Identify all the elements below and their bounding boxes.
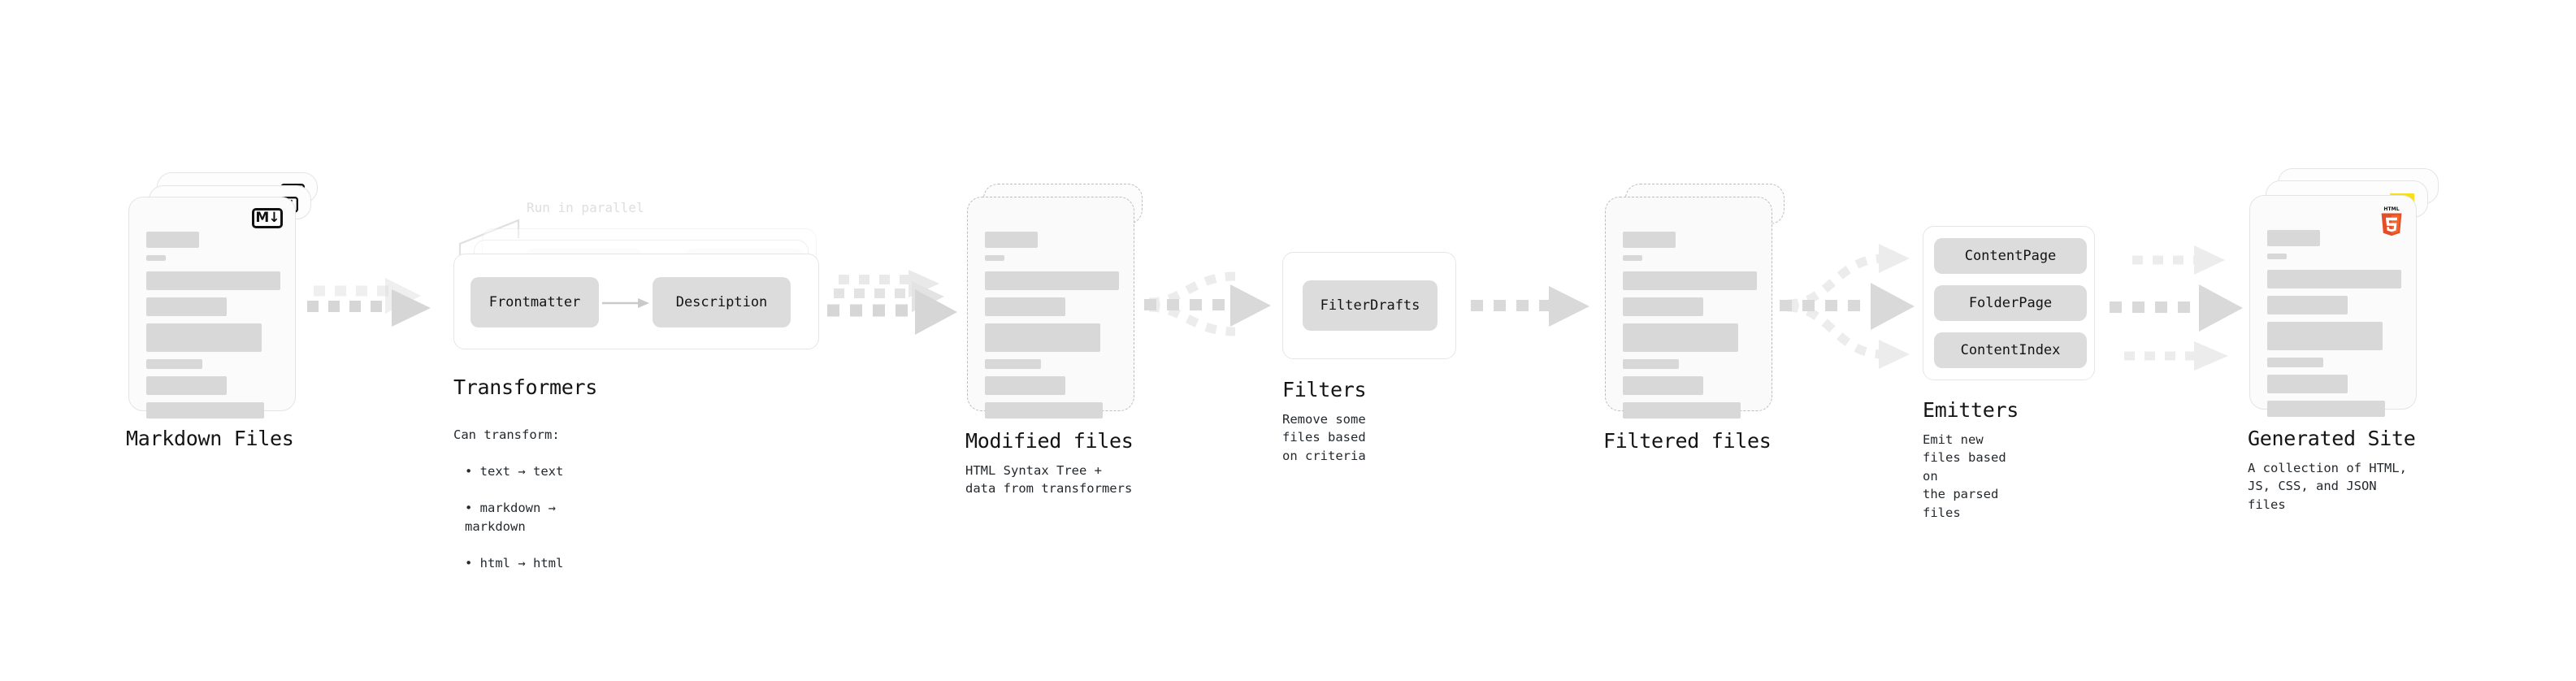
stage-subtitle: A collection of HTML, JS, CSS, and JSON … xyxy=(2248,461,2407,512)
chip-contentindex[interactable]: ContentIndex xyxy=(1934,332,2087,368)
skeleton-bar xyxy=(2267,296,2348,314)
chip-label: Frontmatter xyxy=(488,294,581,310)
markdown-badge: M↓ xyxy=(252,208,283,228)
caption-filtered-files: Filtered files xyxy=(1603,429,1772,453)
markdown-card-front: M↓ xyxy=(128,197,296,419)
connector-emitters-to-site xyxy=(2110,245,2243,371)
html5-badge: HTML xyxy=(2378,205,2405,241)
skeleton-bar xyxy=(146,255,166,261)
chip-filterdrafts[interactable]: FilterDrafts xyxy=(1303,280,1438,331)
skeleton-bar xyxy=(985,323,1100,352)
skeleton-bar xyxy=(146,323,262,352)
skeleton-bar xyxy=(985,232,1038,248)
caption-modified-files: Modified files HTML Syntax Tree + data f… xyxy=(965,429,1134,498)
connector-transformers-to-modified xyxy=(827,270,957,335)
chip-label: ContentIndex xyxy=(1960,342,2061,358)
transformer-panel-front[interactable]: Frontmatter Description xyxy=(453,254,819,349)
card-skeleton xyxy=(2267,230,2401,424)
skeleton-bar xyxy=(1623,271,1757,290)
chip-frontmatter[interactable]: Frontmatter xyxy=(471,277,599,327)
caption-emitters: Emitters Emit new files based on the par… xyxy=(1923,398,2019,522)
subtitle-heading: Can transform: xyxy=(453,427,560,443)
skeleton-bar xyxy=(2267,375,2348,393)
html5-icon: HTML xyxy=(2381,206,2402,236)
chip-folderpage[interactable]: FolderPage xyxy=(1934,285,2087,321)
modified-card-front xyxy=(967,197,1134,419)
connector-filtered-to-emitters xyxy=(1780,244,1915,369)
card-skeleton xyxy=(146,232,280,426)
stage-subtitle: Can transform: • text → text • markdown … xyxy=(453,408,597,591)
parallel-label: Run in parallel xyxy=(527,200,644,215)
skeleton-bar xyxy=(1623,376,1703,395)
chip-description[interactable]: Description xyxy=(653,277,791,327)
skeleton-bar xyxy=(2267,322,2383,350)
stage-title: Markdown Files xyxy=(126,427,294,450)
skeleton-bar xyxy=(146,359,203,369)
inner-arrow-front xyxy=(602,298,649,308)
caption-filters: Filters Remove some files based on crite… xyxy=(1282,378,1367,465)
skeleton-bar xyxy=(2267,230,2320,246)
skeleton-bar xyxy=(1623,323,1738,352)
skeleton-bar xyxy=(1623,359,1680,369)
stage-title: Modified files xyxy=(965,429,1134,453)
subtitle-item: • html → html xyxy=(465,555,564,570)
stage-title: Transformers xyxy=(453,375,598,399)
caption-generated-site: Generated Site A collection of HTML, JS,… xyxy=(2248,427,2416,514)
skeleton-bar xyxy=(146,232,199,248)
skeleton-bar xyxy=(1623,255,1642,261)
connector-filters-to-filtered xyxy=(1471,286,1589,327)
skeleton-bar xyxy=(985,255,1004,261)
skeleton-bar xyxy=(985,376,1065,395)
skeleton-bar xyxy=(146,376,227,395)
connector-markdown-to-transformers xyxy=(307,278,431,327)
stage-title: Filters xyxy=(1282,378,1367,401)
caption-transformers: Transformers Can transform: • text → tex… xyxy=(453,375,597,591)
skeleton-bar xyxy=(2267,270,2401,288)
chip-label: FilterDrafts xyxy=(1320,297,1420,314)
skeleton-bar xyxy=(985,297,1065,316)
filtered-card-front xyxy=(1605,197,1772,419)
svg-text:HTML: HTML xyxy=(2383,206,2399,212)
subtitle-item: • text → text xyxy=(465,464,564,479)
chip-label: FolderPage xyxy=(1968,295,2053,311)
filters-panel[interactable]: FilterDrafts xyxy=(1282,252,1456,359)
skeleton-bar xyxy=(146,402,265,419)
skeleton-bar xyxy=(985,359,1042,369)
stage-title: Filtered files xyxy=(1603,429,1772,453)
stage-subtitle: Emit new files based on the parsed files xyxy=(1923,432,2006,520)
site-card-front: HTML xyxy=(2249,195,2417,417)
skeleton-bar xyxy=(146,271,280,290)
caption-markdown-files: Markdown Files xyxy=(126,427,294,450)
stage-subtitle: Remove some files based on criteria xyxy=(1282,412,1366,463)
skeleton-bar xyxy=(1623,402,1741,419)
emitters-panel[interactable]: ContentPage FolderPage ContentIndex xyxy=(1923,226,2095,380)
stage-title: Emitters xyxy=(1923,398,2019,422)
skeleton-bar xyxy=(985,402,1104,419)
chip-label: Description xyxy=(675,294,768,310)
card-skeleton xyxy=(1623,232,1757,426)
skeleton-bar xyxy=(146,297,227,316)
connector-modified-to-filters xyxy=(1144,271,1271,336)
skeleton-bar xyxy=(985,271,1119,290)
chip-contentpage[interactable]: ContentPage xyxy=(1934,238,2087,274)
skeleton-bar xyxy=(1623,232,1676,248)
skeleton-bar xyxy=(2267,254,2287,259)
card-skeleton xyxy=(985,232,1119,426)
subtitle-item: • markdown → markdown xyxy=(465,501,556,534)
chip-label: ContentPage xyxy=(1964,248,2057,264)
stage-title: Generated Site xyxy=(2248,427,2416,450)
skeleton-bar xyxy=(2267,358,2324,367)
skeleton-bar xyxy=(1623,297,1703,316)
stage-subtitle: HTML Syntax Tree + data from transformer… xyxy=(965,463,1133,497)
skeleton-bar xyxy=(2267,401,2386,417)
